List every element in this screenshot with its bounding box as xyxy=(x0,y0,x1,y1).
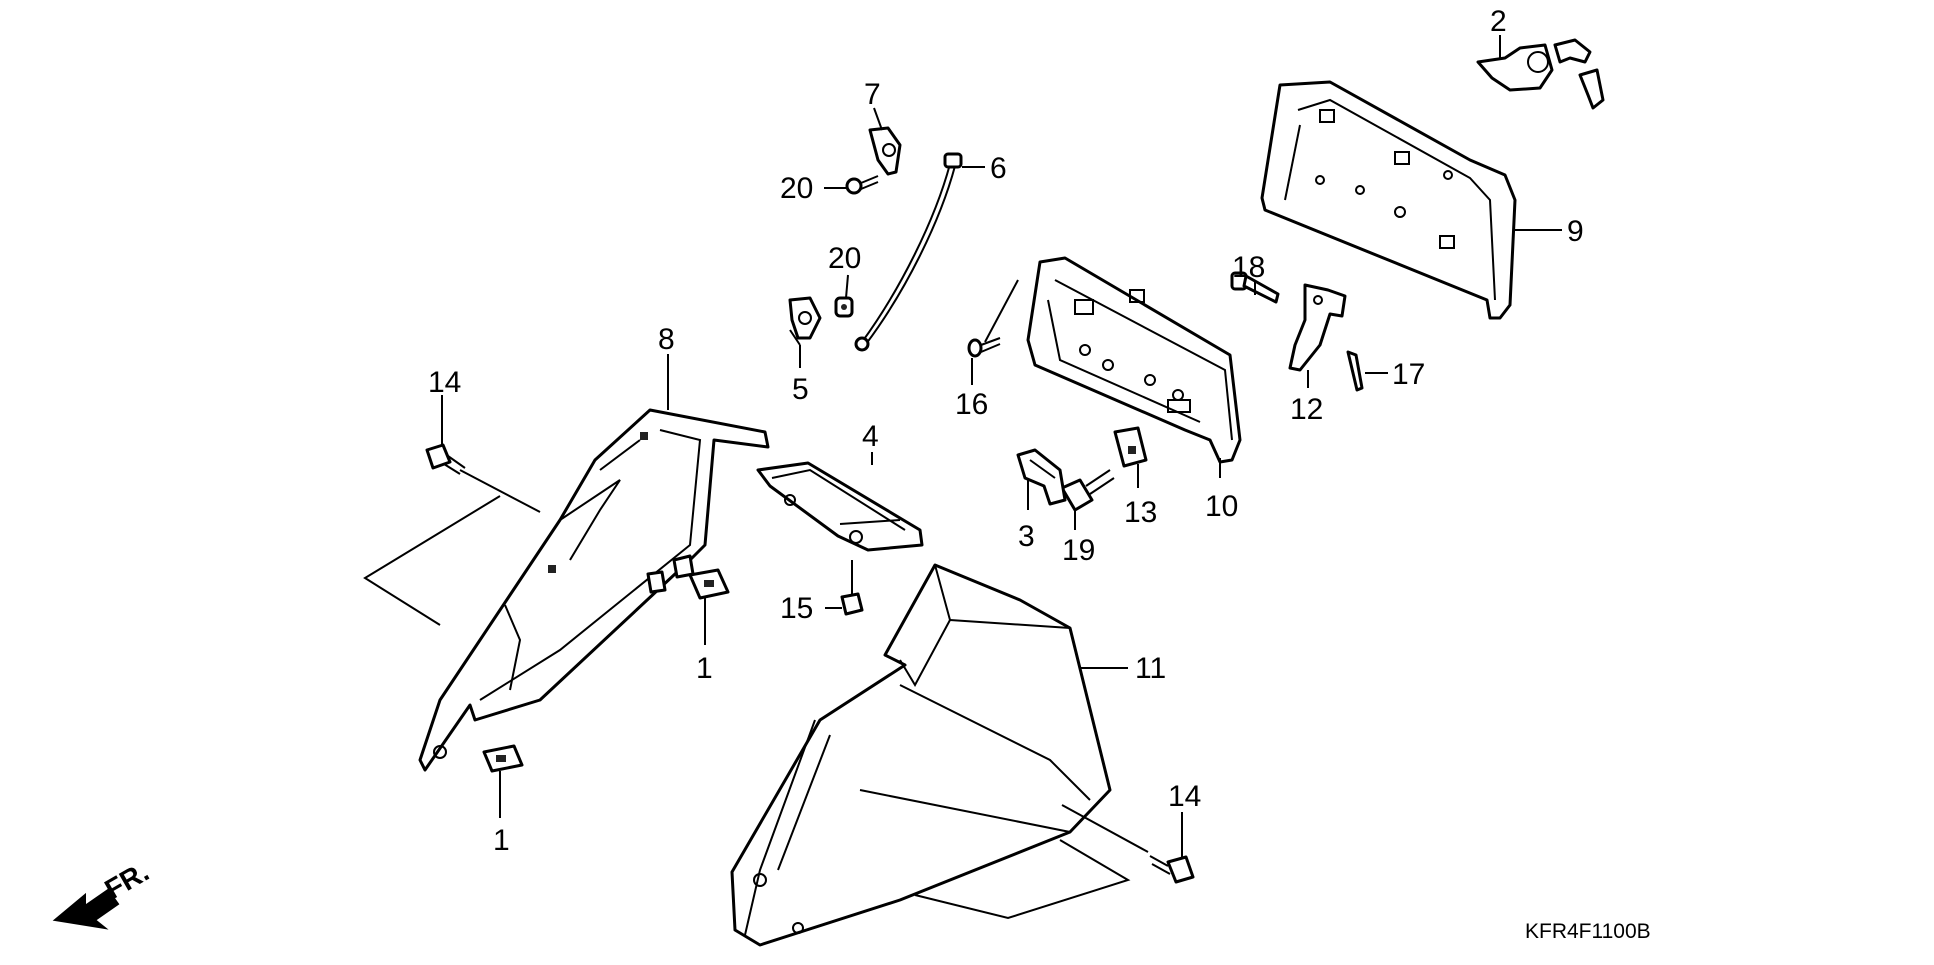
callout-6: 6 xyxy=(990,152,1007,185)
part-8-inner-cover xyxy=(418,408,770,772)
part-19-bolt xyxy=(1060,469,1115,512)
callout-5: 5 xyxy=(792,373,809,406)
part-4-tray xyxy=(756,461,924,552)
callout-3: 2 xyxy=(1490,5,1507,38)
part-3-key-cylinder xyxy=(1476,38,1605,110)
callout-12: 12 xyxy=(1290,393,1323,426)
callout-16: 16 xyxy=(955,388,988,421)
part-20-screw-lower xyxy=(834,296,854,318)
part-5-clamp xyxy=(788,296,822,346)
part-18-bolt xyxy=(1230,271,1280,304)
part-14-bolt-right xyxy=(1149,855,1195,884)
callout-11: 11 xyxy=(1135,652,1166,685)
callout-1-upper: 1 xyxy=(696,652,713,685)
callout-18: 18 xyxy=(1232,251,1265,284)
part-20-screw-upper xyxy=(845,175,879,195)
callout-4: 4 xyxy=(862,420,879,453)
part-16-screw xyxy=(967,337,1001,358)
part-9-luggage-rack xyxy=(1260,80,1517,320)
part-12-bracket xyxy=(1288,283,1347,372)
callout-7: 7 xyxy=(864,78,881,111)
part-6-cable xyxy=(854,152,963,352)
callout-labels: 2 7 20 6 20 5 8 9 18 12 17 16 10 13 19 3… xyxy=(428,5,1584,857)
callout-20-lower: 20 xyxy=(828,242,861,275)
part-13-nut xyxy=(1113,426,1148,468)
diagram-code: KFR4F1100B xyxy=(1525,920,1651,943)
callout-14-left: 14 xyxy=(428,366,461,399)
part-17-pin xyxy=(1346,350,1364,392)
callout-1-lower: 1 xyxy=(493,824,510,857)
callout-19: 19 xyxy=(1062,534,1095,567)
callout-20-upper: 20 xyxy=(780,172,813,205)
part-1-clip-upper xyxy=(688,568,730,600)
callout-8: 8 xyxy=(658,323,675,356)
part-8-tab-2 xyxy=(672,554,695,579)
front-direction-arrow: FR. xyxy=(52,856,154,930)
callout-9: 9 xyxy=(1567,215,1584,248)
part-2-clip xyxy=(1016,448,1067,506)
part-8-tab xyxy=(646,570,667,594)
callout-13: 13 xyxy=(1124,496,1157,529)
part-1-clip-lower xyxy=(482,744,524,773)
part-14-bolt-left xyxy=(425,443,466,475)
callout-10: 10 xyxy=(1205,490,1238,523)
part-11-rear-cover xyxy=(730,563,1112,947)
part-7-clamp xyxy=(868,126,902,176)
callout-14-right: 14 xyxy=(1168,780,1201,813)
callout-15: 15 xyxy=(780,592,813,625)
leader-lines xyxy=(363,35,1562,920)
callout-17: 17 xyxy=(1392,358,1425,391)
callout-2: 3 xyxy=(1018,520,1035,553)
